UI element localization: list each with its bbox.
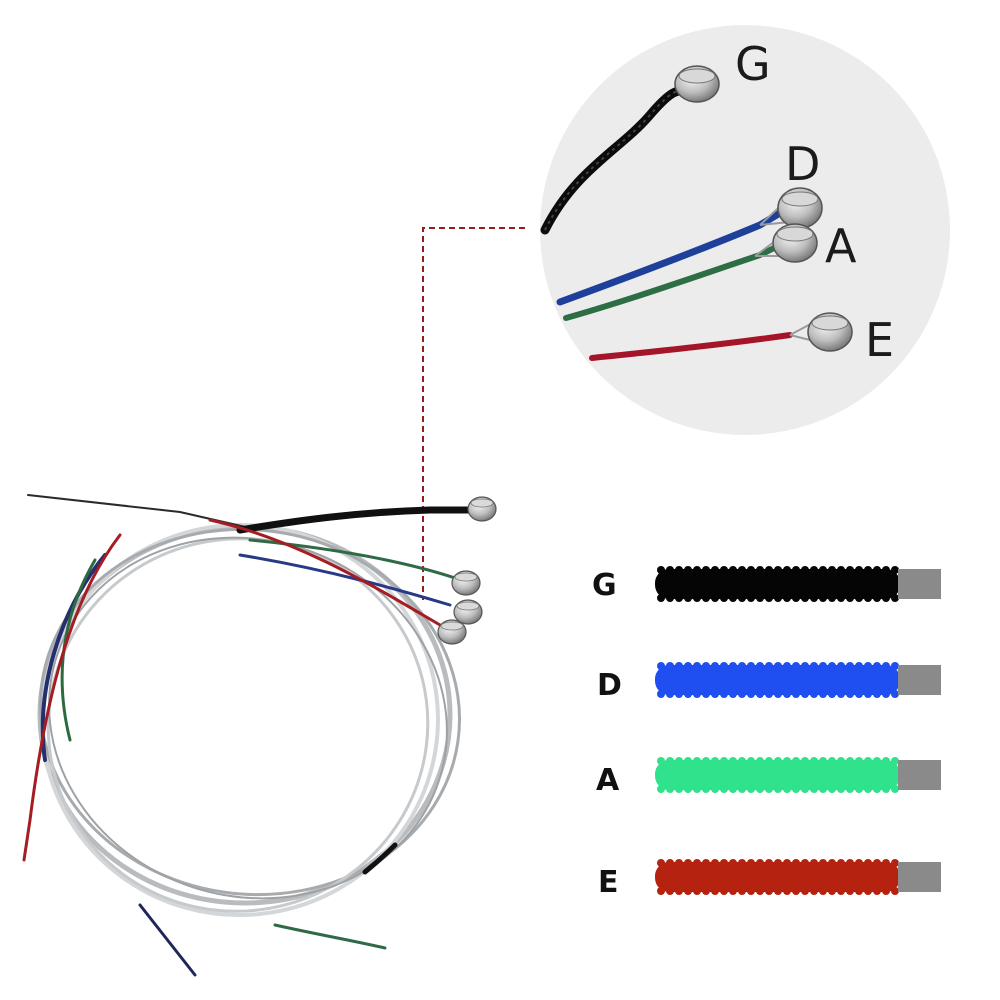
tail-green — [248, 538, 457, 580]
zoom-label-e: E — [865, 313, 894, 367]
zoom-label-d: D — [785, 137, 820, 191]
tail-blue — [238, 553, 452, 607]
tail-blue-bottom — [138, 903, 197, 977]
legend-swatch-g — [655, 569, 900, 599]
legend-end-g — [898, 569, 941, 599]
string-coil-5 — [48, 536, 448, 900]
zoom-e-ball-end — [807, 312, 853, 352]
string-coil-4 — [46, 537, 430, 913]
legend-swatch-a — [655, 760, 900, 790]
coil-black-silk — [362, 842, 398, 875]
legend-label-d: D — [597, 668, 622, 703]
tail-black-wrapped — [236, 506, 474, 534]
tail-green-bottom — [273, 923, 387, 950]
callout-leader-line — [422, 227, 525, 600]
legend-end-d — [898, 665, 941, 695]
tail-red — [208, 518, 442, 627]
legend-item-e: E — [598, 859, 941, 900]
zoom-label-a: A — [825, 219, 857, 273]
zoom-d-string — [556, 206, 789, 306]
legend-swatch-d — [655, 665, 900, 695]
zoom-a-ball-end — [772, 223, 818, 263]
legend-item-g: G — [592, 566, 941, 603]
coil-a-ball-end — [451, 570, 481, 596]
string-coil-3 — [39, 527, 461, 897]
legend-label-e: E — [598, 865, 619, 900]
legend-swatch-ribs — [657, 566, 899, 602]
color-legend: G D A E — [592, 566, 941, 900]
zoom-callout: G D A E — [540, 25, 950, 435]
legend-item-d: D — [597, 662, 941, 703]
zoom-label-g: G — [735, 37, 771, 91]
legend-label-g: G — [592, 568, 617, 603]
legend-end-e — [898, 862, 941, 892]
legend-swatch-ribs — [657, 662, 899, 698]
legend-swatch-e — [655, 862, 900, 892]
coil-ball-ends — [437, 496, 497, 645]
coil-d-ball-end — [453, 599, 483, 625]
coil-g-ball-end — [467, 496, 497, 522]
zoom-g-ball-end — [674, 65, 720, 103]
zoom-e-string — [589, 332, 793, 361]
coiled-strings — [22, 494, 474, 977]
legend-item-a: A — [596, 757, 941, 798]
legend-label-a: A — [596, 763, 620, 798]
coil-red-silk — [22, 533, 122, 862]
zoom-a-string — [563, 242, 783, 321]
legend-swatch-ribs — [657, 757, 899, 793]
coil-e-ball-end — [437, 619, 467, 645]
legend-end-a — [898, 760, 941, 790]
zoom-d-ball-end — [777, 187, 823, 229]
legend-swatch-ribs — [657, 859, 899, 895]
